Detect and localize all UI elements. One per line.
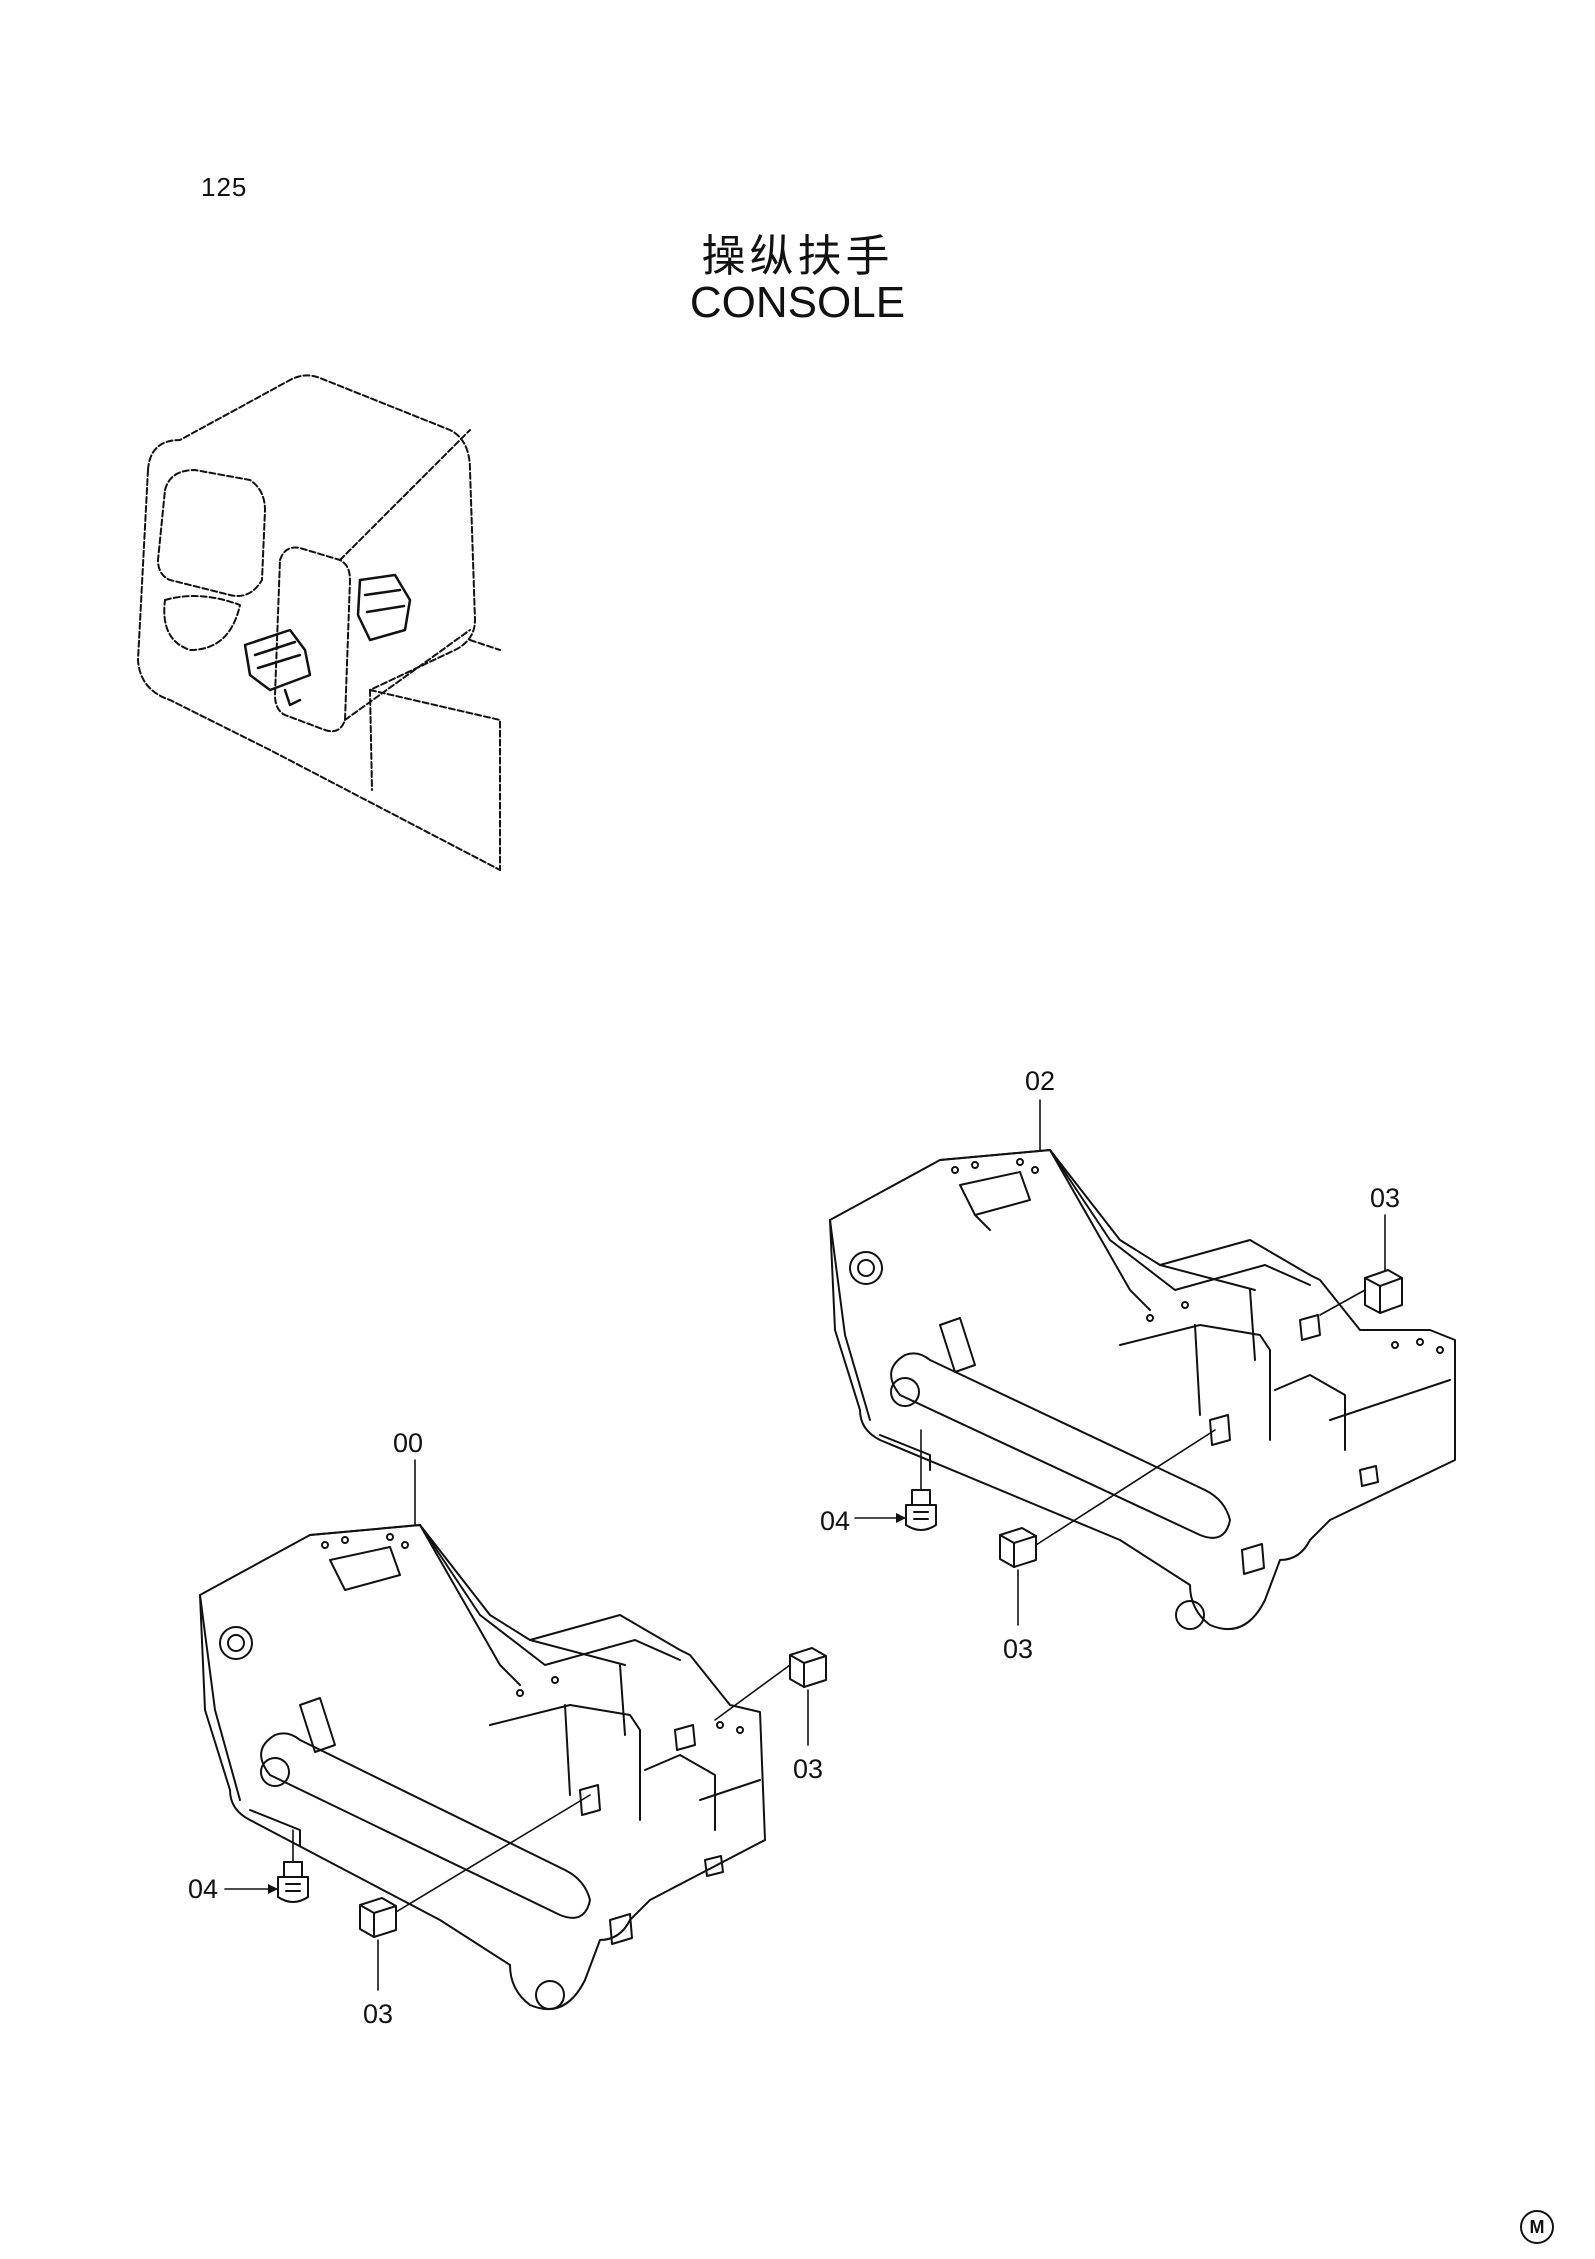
title-english: CONSOLE <box>689 278 906 327</box>
cab-console-detail <box>243 573 412 707</box>
console-assembly-02 <box>829 1149 1456 1630</box>
corner-mark-badge: M <box>1520 2210 1554 2244</box>
callout-03-upper-right: 03 <box>1370 1183 1400 1213</box>
callout-00: 00 <box>393 1428 423 1458</box>
cap-part-03-lower-right <box>789 1647 827 1688</box>
callout-03-lower-left: 03 <box>363 1999 393 2029</box>
cap-part-03-lower-left <box>359 1897 397 1938</box>
callout-00-02: 02 <box>1025 1066 1055 1096</box>
callout-03-upper-middle: 03 <box>1003 1634 1033 1664</box>
page-number: 125 <box>201 172 248 202</box>
cap-part-03-upper-right <box>1364 1269 1403 1314</box>
callout-04-upper: 04 <box>820 1506 850 1536</box>
bolt-part-04-upper <box>905 1489 937 1531</box>
leader-lines <box>224 1099 1386 1991</box>
cab-overview-illustration <box>137 374 501 871</box>
bolt-part-04-lower <box>277 1861 309 1903</box>
callout-03-lower-right: 03 <box>793 1754 823 1784</box>
leader-arrows <box>268 1513 906 1894</box>
console-assembly-00 <box>199 1524 766 2010</box>
callout-04-lower: 04 <box>188 1874 218 1904</box>
title-chinese: 操纵扶手 <box>701 231 894 282</box>
cap-part-03-upper-middle <box>999 1527 1037 1568</box>
